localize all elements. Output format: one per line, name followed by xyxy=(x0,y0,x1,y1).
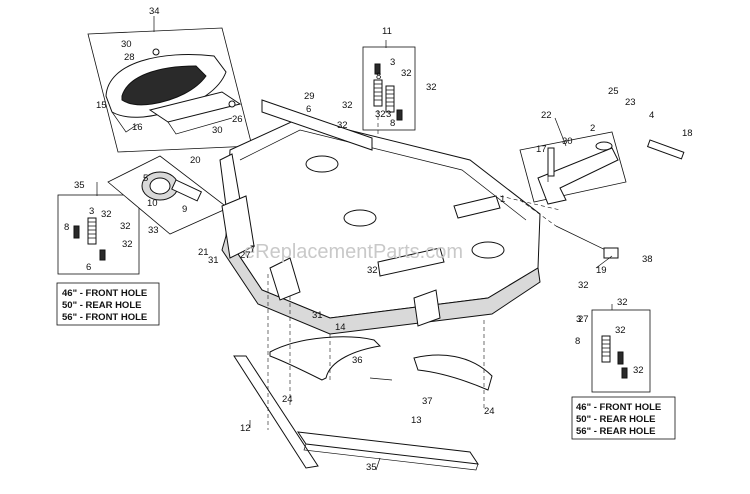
callout-48: 27 xyxy=(578,314,589,325)
callout-12: 32 xyxy=(375,109,386,120)
callout-14: 8 xyxy=(390,118,395,129)
callout-38: 2 xyxy=(590,123,595,134)
callout-9: 32 xyxy=(401,68,412,79)
spring-assembly-left xyxy=(73,217,106,261)
callout-5: 30 xyxy=(212,125,223,136)
callout-59: 3 xyxy=(576,314,581,325)
callout-47: 32 xyxy=(367,265,378,276)
callout-40: 18 xyxy=(682,128,693,139)
callout-30: 6 xyxy=(86,262,91,273)
callout-13: 3 xyxy=(386,109,391,120)
callout-11: 32 xyxy=(426,82,437,93)
callout-27: 32 xyxy=(101,209,112,220)
callout-52: 37 xyxy=(422,396,433,407)
spring-inset-left-frame xyxy=(57,194,140,275)
baffle-14 xyxy=(269,336,382,381)
hole-note-right-line-2: 50" - REAR HOLE xyxy=(576,414,655,425)
callout-7: 11 xyxy=(382,26,392,37)
callout-6: 26 xyxy=(232,114,243,125)
callout-49: 31 xyxy=(312,310,323,321)
callout-50: 14 xyxy=(335,322,346,333)
pivot-arm xyxy=(537,141,619,205)
callout-41: 17 xyxy=(536,144,547,155)
callout-1: 30 xyxy=(121,39,132,50)
hole-note-left-line-2: 50" - REAR HOLE xyxy=(62,300,141,311)
hole-note-left-line-3: 56" - FRONT HOLE xyxy=(62,312,147,323)
callout-56: 12 xyxy=(240,423,251,434)
hole-note-left-line-1: 46" - FRONT HOLE xyxy=(62,288,147,299)
callout-17: 32 xyxy=(342,100,353,111)
callout-57: 35 xyxy=(366,462,377,473)
callout-60: 32 xyxy=(615,325,626,336)
callout-62: 32 xyxy=(633,365,644,376)
deck-cover xyxy=(105,48,242,135)
callout-51: 36 xyxy=(352,355,363,366)
callout-55: 13 xyxy=(411,415,422,426)
hole-note-right-line-3: 56" - REAR HOLE xyxy=(576,426,655,437)
callout-20: 5 xyxy=(143,173,148,184)
callout-2: 28 xyxy=(124,52,135,63)
callout-42: 30 xyxy=(562,136,573,147)
callout-29: 32 xyxy=(122,239,133,250)
spring-assembly-right xyxy=(601,335,628,379)
callout-16: 6 xyxy=(306,104,311,115)
callout-58: 32 xyxy=(617,297,628,308)
callout-46: 32 xyxy=(578,280,589,291)
bolt-4 xyxy=(646,139,685,160)
callout-32: 31 xyxy=(208,255,219,266)
pivot-rod xyxy=(555,225,619,259)
callout-28: 32 xyxy=(120,221,131,232)
callout-45: 38 xyxy=(642,254,653,265)
callout-3: 15 xyxy=(96,100,107,111)
callout-61: 8 xyxy=(575,336,580,347)
callout-23: 33 xyxy=(148,225,159,236)
spring-inset-right-frame xyxy=(591,309,651,393)
callout-35: 22 xyxy=(541,110,552,121)
callout-34: 7 xyxy=(250,244,255,255)
gauge-wheel xyxy=(141,171,203,202)
callout-10: 8 xyxy=(376,71,381,82)
callout-8: 3 xyxy=(390,57,395,68)
callout-31: 21 xyxy=(198,247,209,258)
callout-36: 25 xyxy=(608,86,619,97)
watermark: eReplacementParts.com xyxy=(244,241,463,263)
callout-18: 32 xyxy=(337,120,348,131)
callout-0: 34 xyxy=(149,6,160,17)
callout-54: 24 xyxy=(282,394,293,405)
spring-assembly-top xyxy=(373,63,403,121)
callout-26: 8 xyxy=(64,222,69,233)
skid-13 xyxy=(233,355,319,469)
callout-22: 9 xyxy=(182,204,187,215)
callout-25: 3 xyxy=(89,206,94,217)
skid-12 xyxy=(296,431,480,465)
callout-44: 19 xyxy=(596,265,607,276)
callout-19: 20 xyxy=(190,155,201,166)
callout-39: 4 xyxy=(649,110,654,121)
hole-note-right xyxy=(571,396,676,440)
callout-4: 16 xyxy=(132,122,143,133)
callout-37: 23 xyxy=(625,97,636,108)
callout-33: 27 xyxy=(240,250,251,261)
callout-24: 35 xyxy=(74,180,85,191)
callout-43: 1 xyxy=(500,194,505,205)
callout-53: 24 xyxy=(484,406,495,417)
hole-note-left xyxy=(56,282,160,326)
spacer-18 xyxy=(547,147,555,177)
hole-note-right-line-1: 46" - FRONT HOLE xyxy=(576,402,661,413)
baffle-36 xyxy=(413,354,493,391)
callout-15: 29 xyxy=(304,91,315,102)
mower-deck xyxy=(219,99,541,335)
callout-21: 10 xyxy=(147,198,158,209)
